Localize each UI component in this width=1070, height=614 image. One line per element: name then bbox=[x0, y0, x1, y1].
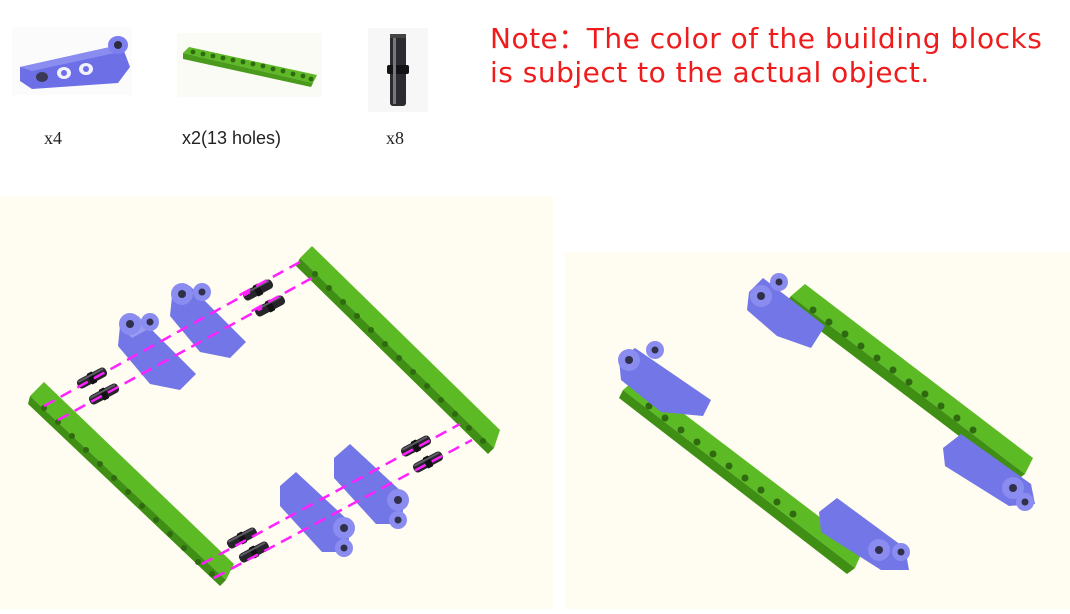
pin-quantity: x8 bbox=[386, 128, 404, 148]
alignment-guides bbox=[43, 260, 473, 580]
purple-arm-lower-1 bbox=[280, 472, 355, 557]
purple-beam-icon bbox=[12, 27, 132, 95]
exploded-assembly-icon bbox=[0, 196, 553, 609]
purple-arm-upper-1 bbox=[118, 313, 196, 390]
black-pin-icon bbox=[368, 28, 428, 112]
exploded-view-panel bbox=[0, 196, 553, 609]
assembled-purple-arm-2 bbox=[618, 341, 711, 416]
purple-arm-upper-2 bbox=[170, 283, 246, 358]
purple-arm-lower-2 bbox=[334, 444, 409, 529]
assembled-purple-arm-1 bbox=[747, 273, 825, 348]
purple-arm-quantity: x4 bbox=[44, 128, 62, 148]
black-pin-thumbnail bbox=[368, 28, 428, 112]
color-note-line-2: is subject to the actual object. bbox=[490, 56, 930, 89]
color-note-line-1: Note：The color of the building blocks bbox=[490, 22, 1043, 55]
green-beam-thumbnail bbox=[177, 33, 322, 97]
green-beam-icon bbox=[177, 33, 322, 97]
green-beam-top-right bbox=[296, 246, 500, 454]
color-note: Note：The color of the building blocks is… bbox=[490, 22, 1042, 90]
assembled-green-beam-lower bbox=[619, 378, 863, 574]
green-beam-quantity: x2(13 holes) bbox=[182, 128, 282, 148]
assembled-green-beam-upper bbox=[785, 284, 1033, 480]
assembled-view-panel bbox=[565, 252, 1070, 609]
assembled-purple-arm-3 bbox=[943, 434, 1035, 511]
assembled-purple-arm-4 bbox=[819, 498, 910, 570]
assembled-frame-icon bbox=[565, 252, 1070, 609]
purple-lift-arm-thumbnail bbox=[12, 27, 132, 95]
